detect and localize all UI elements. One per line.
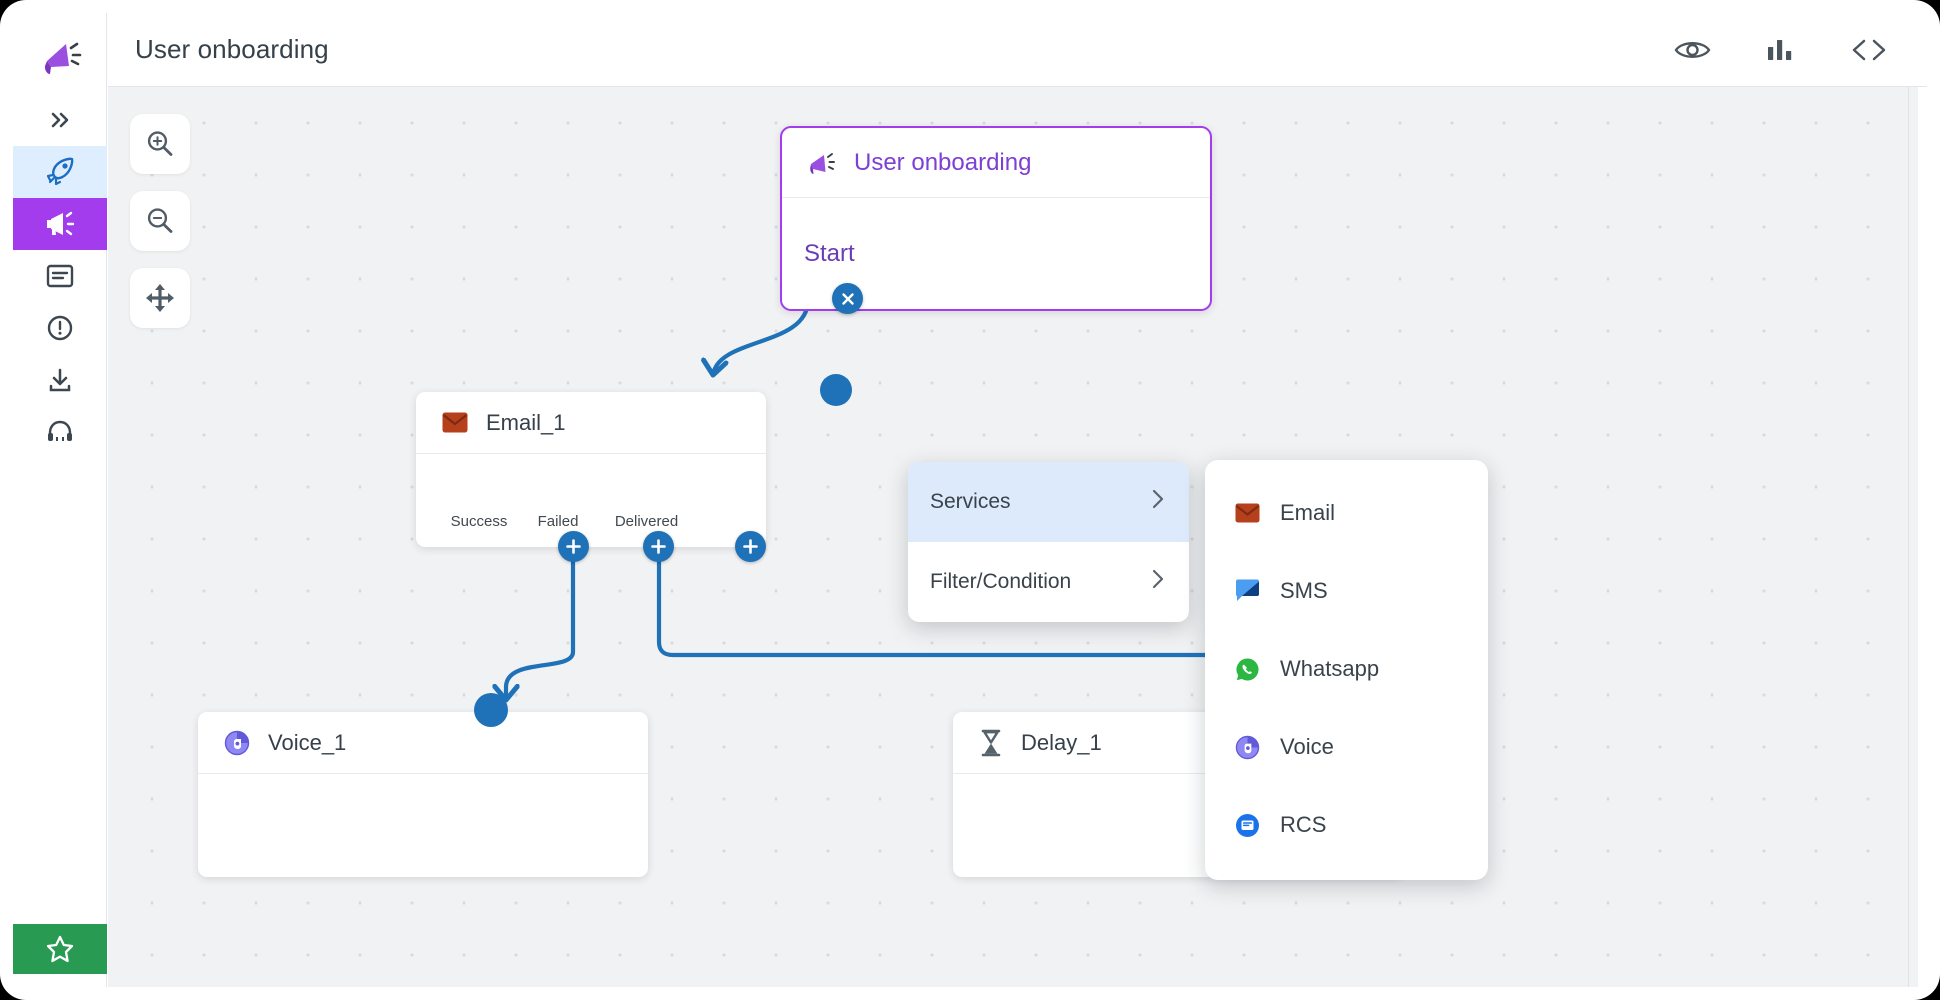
analytics-button[interactable] [1765, 36, 1795, 64]
port-add-success-button[interactable] [558, 531, 589, 562]
rcs-icon [1235, 813, 1260, 838]
sidebar-item-broadcast[interactable] [12, 198, 107, 250]
services-submenu: Email SMS Whatsapp [1205, 460, 1488, 880]
download-icon [49, 368, 70, 392]
port-add-delivered-button[interactable] [735, 531, 766, 562]
hourglass-icon [979, 729, 1003, 757]
zoom-out-button[interactable] [130, 191, 190, 251]
email-icon [1235, 503, 1260, 523]
megaphone-logo-icon [44, 42, 81, 74]
edge-start-to-email [713, 299, 811, 375]
sidebar-item-support[interactable] [13, 406, 107, 458]
voice-icon [224, 730, 250, 756]
zoom-out-icon [147, 208, 173, 233]
code-view-button[interactable] [1849, 37, 1889, 63]
services-submenu-item-whatsapp-label: Whatsapp [1280, 656, 1380, 681]
document-icon [46, 264, 73, 288]
left-sidebar [12, 13, 107, 987]
port-label-delivered: Delivered [614, 513, 679, 530]
node-voice-1-title: Voice_1 [268, 729, 347, 755]
services-submenu-item-voice[interactable]: Voice [1205, 708, 1488, 786]
node-voice-1-body [198, 774, 648, 874]
context-menu-item-services-label: Services [930, 490, 1011, 513]
node-voice-1-header: Voice_1 [198, 712, 648, 774]
port-label-failed: Failed [537, 513, 579, 530]
node-start-header: User onboarding [782, 128, 1210, 198]
code-brackets-icon [1852, 39, 1886, 60]
zoom-in-icon [147, 131, 173, 156]
flow-canvas[interactable]: User onboarding Start Email_1 [108, 87, 1918, 987]
services-submenu-item-email[interactable]: Email [1205, 474, 1488, 552]
whatsapp-icon [1235, 657, 1260, 682]
page-title: User onboarding [135, 34, 329, 64]
headset-icon [47, 420, 72, 441]
pan-fit-button[interactable] [130, 268, 190, 328]
plus-icon [743, 539, 758, 554]
megaphone-icon [808, 150, 836, 176]
brand-logo[interactable] [32, 30, 88, 86]
plus-icon [651, 539, 666, 554]
services-submenu-item-email-label: Email [1280, 500, 1336, 525]
voice-1-input-handle[interactable] [474, 693, 508, 727]
node-start[interactable]: User onboarding Start [780, 126, 1212, 311]
eye-icon [1674, 41, 1711, 58]
canvas-toolbar [130, 114, 190, 328]
node-email-1-port-labels: Success Failed Delivered [416, 513, 699, 530]
preview-button[interactable] [1674, 37, 1711, 63]
sidebar-item-collapse-toggle[interactable] [13, 94, 107, 146]
star-icon [46, 935, 73, 963]
services-submenu-item-voice-label: Voice [1280, 734, 1334, 759]
edge-success-to-voice [506, 547, 576, 700]
context-menu-item-filter-condition-label: Filter/Condition [930, 570, 1072, 593]
megaphone-icon [46, 211, 74, 236]
node-start-body: Start [782, 198, 1210, 308]
header-actions [1674, 36, 1889, 64]
zoom-in-button[interactable] [130, 114, 190, 174]
node-email-1-title: Email_1 [486, 409, 566, 435]
node-start-label: Start [804, 240, 855, 267]
app-header: User onboarding [108, 13, 1927, 87]
sidebar-item-favorites[interactable] [12, 924, 107, 974]
sidebar-item-downloads[interactable] [13, 354, 107, 406]
node-start-title: User onboarding [854, 148, 1032, 176]
services-submenu-item-sms-label: SMS [1280, 578, 1328, 603]
chevron-double-right-icon [51, 112, 68, 128]
sms-icon [1235, 579, 1260, 603]
chevron-right-icon [1151, 488, 1165, 516]
context-menu: Services Filter/Condition [908, 462, 1189, 622]
services-submenu-item-whatsapp[interactable]: Whatsapp [1205, 630, 1488, 708]
voice-icon [1235, 735, 1260, 760]
alert-circle-icon [47, 315, 72, 341]
sidebar-item-campaigns[interactable] [12, 146, 107, 198]
canvas-scrollbar[interactable] [1908, 87, 1918, 987]
node-delay-1-title: Delay_1 [1021, 729, 1102, 755]
start-node-close-handle[interactable] [832, 283, 863, 314]
node-delay-1-header: Delay_1 [953, 712, 1403, 774]
services-submenu-item-rcs[interactable]: RCS [1205, 786, 1488, 864]
email-icon [442, 412, 468, 433]
sidebar-item-alerts[interactable] [13, 302, 107, 354]
node-email-1[interactable]: Email_1 Success Failed Delivered [416, 392, 766, 547]
port-label-success: Success [450, 513, 508, 530]
move-arrows-icon [146, 284, 174, 312]
services-submenu-item-rcs-label: RCS [1280, 812, 1327, 837]
plus-icon [566, 539, 581, 554]
services-submenu-item-sms[interactable]: SMS [1205, 552, 1488, 630]
bar-chart-icon [1768, 39, 1792, 60]
rocket-icon [46, 157, 73, 186]
chevron-right-icon [1151, 568, 1165, 596]
email-1-input-handle[interactable] [820, 374, 852, 406]
close-icon [841, 292, 854, 305]
context-menu-item-filter-condition[interactable]: Filter/Condition [908, 542, 1189, 622]
sidebar-item-templates[interactable] [13, 250, 107, 302]
context-menu-item-services[interactable]: Services [908, 462, 1189, 542]
node-email-1-header: Email_1 [416, 392, 766, 454]
node-email-1-body: Success Failed Delivered [416, 454, 766, 546]
node-voice-1[interactable]: Voice_1 [198, 712, 648, 877]
port-add-failed-button[interactable] [643, 531, 674, 562]
